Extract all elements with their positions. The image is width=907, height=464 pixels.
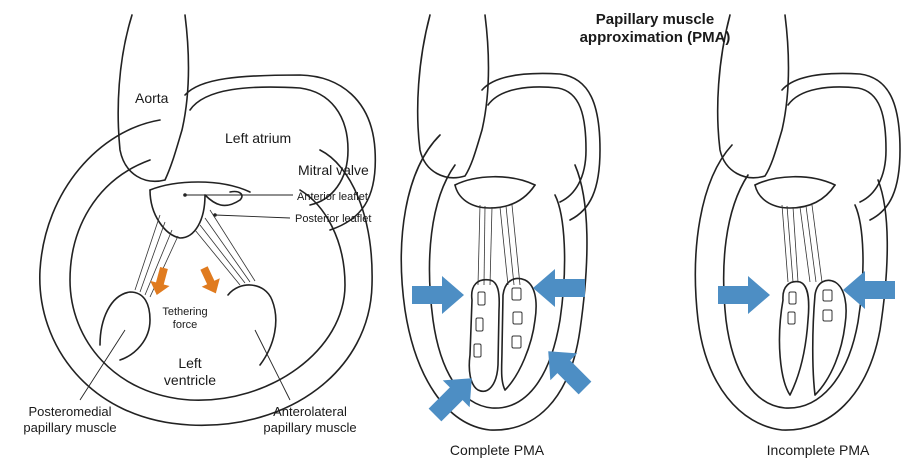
mitral-annulus bbox=[150, 182, 250, 192]
anterolateral-label-line1: Anterolateral bbox=[273, 404, 347, 419]
left-atrium-label: Left atrium bbox=[225, 130, 291, 146]
tethering-arrow-right bbox=[195, 264, 225, 298]
anterior-leaflet bbox=[150, 190, 205, 238]
left-atrium-inner bbox=[190, 87, 348, 205]
incomplete-pma-illustration: Incomplete PMA bbox=[695, 15, 900, 458]
figure-title: Papillary muscle approximation (PMA) bbox=[580, 11, 731, 46]
title-line1: Papillary muscle bbox=[596, 11, 714, 28]
posterior-leaflet-label: Posterior leaflet bbox=[295, 213, 371, 225]
anterior-leaflet-label: Anterior leaflet bbox=[297, 191, 368, 203]
mitral-annulus bbox=[755, 177, 835, 185]
normal-heart-illustration: Aorta Left atrium Mitral valve Anterior … bbox=[23, 15, 375, 435]
approximation-arrow-right bbox=[533, 269, 585, 307]
approximation-arrow-bottom-right bbox=[535, 338, 599, 402]
anterolateral-label-line2: papillary muscle bbox=[263, 420, 356, 435]
left-atrium-outer bbox=[185, 75, 375, 230]
incomplete-pma-caption: Incomplete PMA bbox=[767, 442, 870, 458]
approximation-arrow-bottom-left bbox=[422, 365, 486, 429]
posterior-leaflet bbox=[205, 192, 242, 206]
suture-pledgets bbox=[788, 290, 832, 324]
anterolateral-papillary-muscle bbox=[228, 285, 276, 365]
approximation-arrow-right bbox=[843, 271, 895, 309]
mitral-leaflets bbox=[755, 185, 835, 208]
aorta-label: Aorta bbox=[135, 90, 169, 106]
posteromedial-label-line2: papillary muscle bbox=[23, 420, 116, 435]
tethering-arrow-left bbox=[147, 265, 174, 297]
mitral-leaflets bbox=[455, 185, 535, 208]
left-atrium-inner bbox=[788, 87, 886, 202]
left-ventricle-label-line1: Left bbox=[178, 355, 201, 371]
chordae-tendineae bbox=[782, 205, 822, 282]
title-line2: approximation (PMA) bbox=[580, 29, 731, 46]
posteromedial-papillary-muscle bbox=[100, 292, 150, 360]
tethering-label-line2: force bbox=[173, 319, 197, 331]
mitral-annulus bbox=[455, 177, 535, 185]
aorta bbox=[418, 15, 489, 178]
complete-pma-caption: Complete PMA bbox=[450, 442, 545, 458]
posterior-leaflet-leader bbox=[215, 215, 290, 218]
chordae-tendineae bbox=[478, 205, 520, 285]
left-ventricle-label-line2: ventricle bbox=[164, 372, 216, 388]
left-atrium-inner bbox=[488, 87, 586, 202]
posteromedial-label-line1: Posteromedial bbox=[28, 404, 111, 419]
mitral-valve-label: Mitral valve bbox=[298, 162, 369, 178]
complete-pma-illustration: Complete PMA bbox=[401, 15, 600, 458]
approximation-arrow-left bbox=[718, 276, 770, 314]
approximation-arrow-left bbox=[412, 276, 464, 314]
tethering-label-line1: Tethering bbox=[162, 306, 207, 318]
